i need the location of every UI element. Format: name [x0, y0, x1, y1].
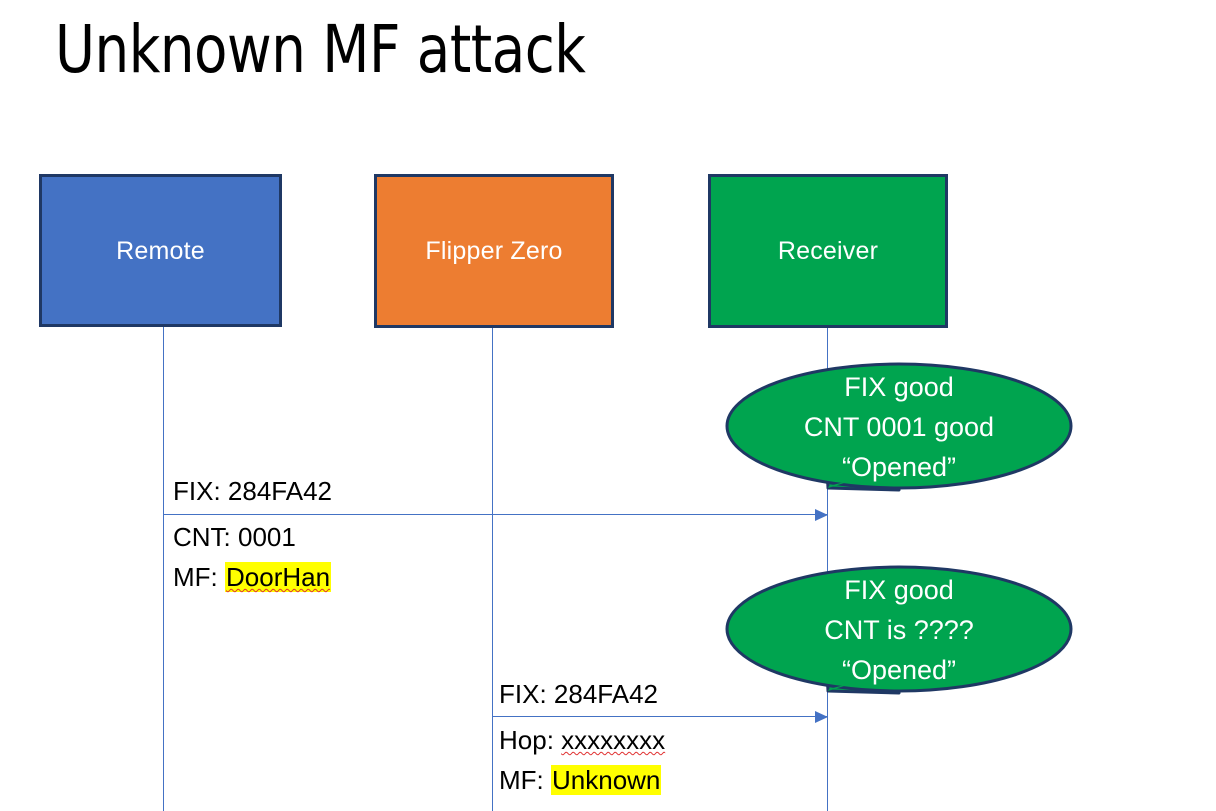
- message-1-line-2-value: 0001: [238, 522, 296, 552]
- actor-box-remote[interactable]: Remote: [39, 174, 282, 327]
- actor-label-receiver: Receiver: [777, 237, 879, 265]
- arrow-head-icon: [815, 711, 828, 723]
- message-2-line-2: Hop: xxxxxxxx: [499, 720, 665, 760]
- lifeline-remote: [163, 327, 164, 811]
- message-arrow-1-shaft: [163, 514, 828, 515]
- message-2-line-2-label: Hop:: [499, 725, 562, 755]
- actor-box-flipper-zero[interactable]: Flipper Zero: [374, 174, 614, 328]
- message-2-text: FIX: 284FA42 Hop: xxxxxxxx MF: Unknown: [499, 674, 665, 800]
- message-1-line-1-value: 284FA42: [227, 476, 332, 506]
- message-2-line-3-value: Unknown: [551, 765, 662, 795]
- message-2-line-3-label: MF:: [499, 765, 551, 795]
- message-1-line-1-label: FIX:: [173, 476, 228, 506]
- speech-bubble-2-shape: [725, 565, 1073, 695]
- message-1-line-3-label: MF:: [173, 562, 225, 592]
- message-arrow-2-shaft: [492, 716, 828, 717]
- speech-bubble-2: FIX good CNT is ???? “Opened”: [725, 565, 1073, 720]
- message-1-line-1: FIX: 284FA42: [173, 471, 332, 511]
- message-2-line-1-value: 284FA42: [553, 679, 658, 709]
- message-2-line-2-value: xxxxxxxx: [561, 725, 666, 755]
- page-title: Unknown MF attack: [55, 11, 586, 88]
- speech-bubble-1: FIX good CNT 0001 good “Opened”: [725, 362, 1073, 517]
- message-2-line-1-label: FIX:: [499, 679, 554, 709]
- message-1-line-2: CNT: 0001: [173, 517, 332, 557]
- message-arrow-1: [163, 509, 828, 521]
- message-2-line-3: MF: Unknown: [499, 760, 665, 800]
- message-1-line-2-label: CNT:: [173, 522, 238, 552]
- message-arrow-2: [492, 711, 828, 723]
- speech-bubble-1-shape: [725, 362, 1073, 492]
- message-1-text: FIX: 284FA42 CNT: 0001 MF: DoorHan: [173, 471, 332, 597]
- message-1-line-3-value: DoorHan: [225, 562, 332, 592]
- arrow-head-icon: [815, 509, 828, 521]
- lifeline-flipper: [492, 328, 493, 811]
- lifeline-receiver: [827, 328, 828, 811]
- actor-label-remote: Remote: [116, 236, 205, 265]
- actor-label-flipper-zero: Flipper Zero: [425, 237, 563, 265]
- actor-box-receiver[interactable]: Receiver: [708, 174, 948, 328]
- message-1-line-3: MF: DoorHan: [173, 557, 332, 597]
- message-2-line-1: FIX: 284FA42: [499, 674, 665, 714]
